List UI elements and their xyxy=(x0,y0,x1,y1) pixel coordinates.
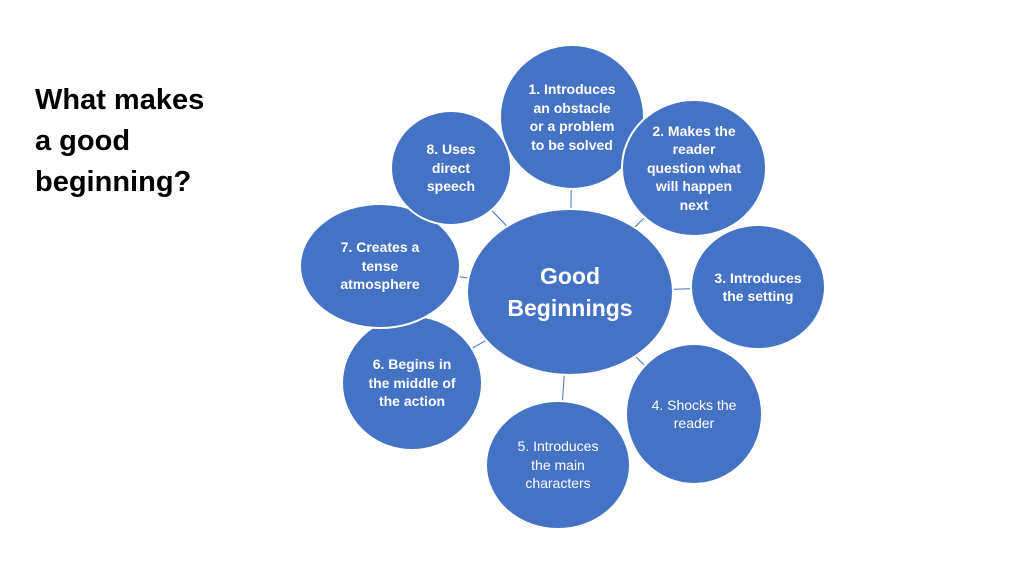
node-label-2: 2. Makes the reader question what will h… xyxy=(646,122,742,213)
title-line: What makes xyxy=(35,84,205,116)
node-circle-3 xyxy=(690,224,826,350)
node-circle-2 xyxy=(621,99,767,237)
node-circle-8 xyxy=(390,110,512,226)
node-circle-4 xyxy=(625,343,763,485)
connector-line-7 xyxy=(458,276,469,279)
node-circle-1 xyxy=(499,44,645,190)
node-label-1: 1. Introduces an obstacle or a problem t… xyxy=(528,81,616,153)
title-line: beginning? xyxy=(35,166,192,198)
node-label-8: 8. Uses direct speech xyxy=(426,141,476,195)
node-circle-7 xyxy=(299,203,461,329)
connector-line-2 xyxy=(634,217,645,228)
connector-line-4 xyxy=(634,355,646,366)
title-line: a good xyxy=(35,125,131,157)
node-circle-5 xyxy=(485,400,631,530)
connector-line-5 xyxy=(561,374,565,402)
node-label-3: 3. Introduces the setting xyxy=(714,269,802,305)
center-node-label: Good Beginnings xyxy=(507,263,633,321)
center-node-circle xyxy=(466,208,674,376)
node-label-5: 5. Introduces the main characters xyxy=(517,438,599,492)
connector-line-6 xyxy=(471,339,487,349)
node-label-4: 4. Shocks the reader xyxy=(651,396,737,432)
slide-title: What makes a good beginning? xyxy=(35,80,235,203)
connector-line-8 xyxy=(491,209,508,227)
node-label-7: 7. Creates a tense atmosphere xyxy=(340,239,420,293)
node-label-6: 6. Begins in the middle of the action xyxy=(368,356,456,410)
